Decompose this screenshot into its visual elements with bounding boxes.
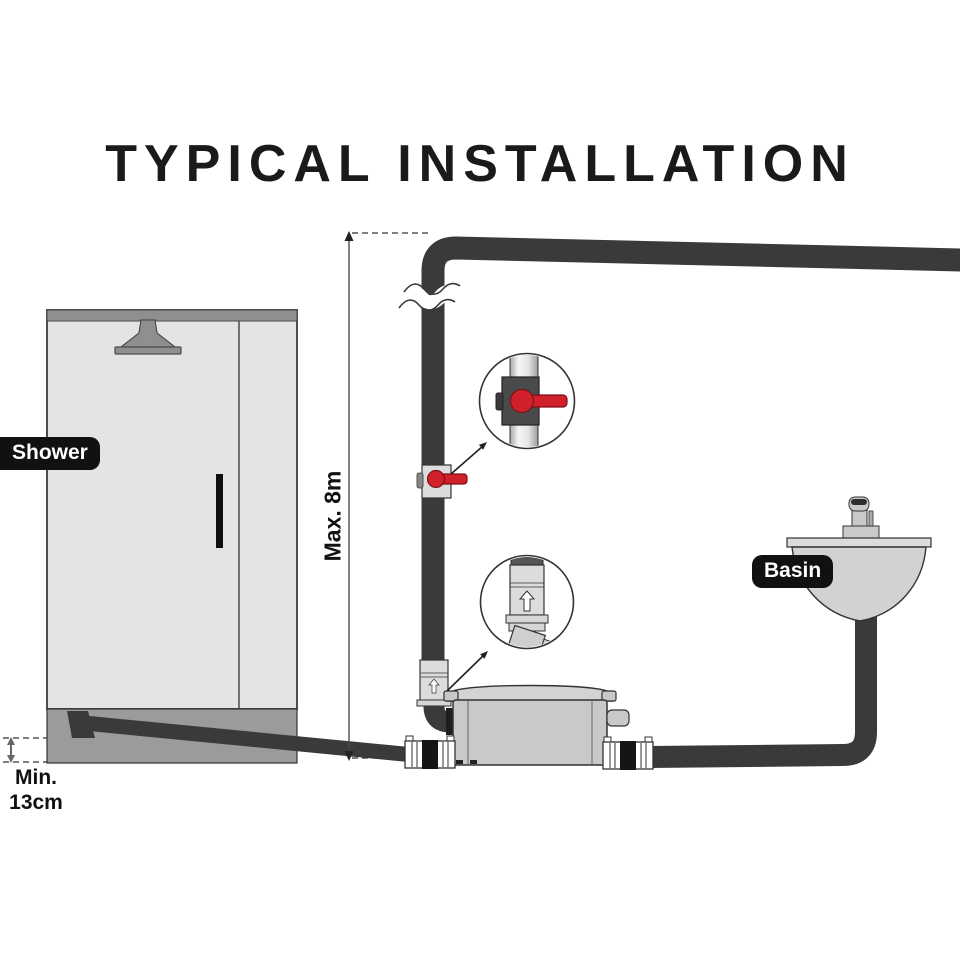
diagram-title: TYPICAL INSTALLATION <box>105 135 855 193</box>
shower-drain-pipe <box>83 715 425 764</box>
basin-drain-pipe <box>647 615 877 768</box>
max-height-label: Max. 8m <box>319 470 346 562</box>
shut-off-valve-icon <box>416 464 468 499</box>
shower-door-handle <box>216 474 223 548</box>
pump-lid <box>446 684 614 702</box>
pump-panel-seams <box>467 701 593 764</box>
min-height-label: Min. 13cm <box>9 766 63 815</box>
shower-label: Shower <box>0 437 100 471</box>
macerator-pump <box>443 684 630 766</box>
pipe-break-icon <box>395 282 461 312</box>
dimension-min-13cm <box>7 737 15 763</box>
dimension-guides <box>3 232 470 763</box>
pump-side-tab <box>606 709 630 727</box>
basin <box>647 496 932 768</box>
flow-direction-arrow-icon <box>518 590 536 612</box>
basin-label: Basin <box>752 555 834 589</box>
hose-coupler-right <box>602 736 654 770</box>
dimension-max-8m <box>344 231 354 761</box>
hose-coupler-left <box>404 735 456 769</box>
callout-arrow-valve <box>450 442 487 475</box>
shower-head-icon <box>114 319 182 355</box>
basin-rim <box>786 537 932 548</box>
pump-body <box>452 699 608 766</box>
discharge-pipe <box>395 236 960 735</box>
shower-cabin <box>46 309 298 710</box>
callout-arrow-check-valve <box>446 651 488 692</box>
shower-enclosure <box>46 309 298 710</box>
detail-circle-non-return-valve <box>479 554 575 650</box>
shower-plinth <box>46 708 425 764</box>
non-return-valve-icon <box>416 659 456 735</box>
shower-top-rail <box>46 309 298 322</box>
detail-circle-shut-off-valve <box>478 352 576 450</box>
discharge-pipe-run <box>421 236 960 665</box>
